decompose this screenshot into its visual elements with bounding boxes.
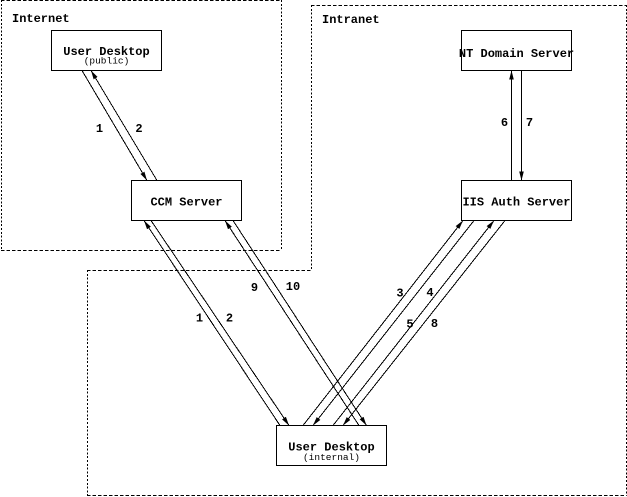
svg-text:9: 9	[251, 281, 258, 295]
svg-text:Intranet: Intranet	[322, 13, 380, 27]
svg-text:2: 2	[226, 312, 233, 326]
svg-text:7: 7	[526, 116, 533, 130]
svg-text:User Desktop: User Desktop	[288, 441, 374, 455]
svg-text:(internal): (internal)	[303, 452, 360, 463]
svg-text:1: 1	[96, 122, 103, 136]
svg-text:Internet: Internet	[12, 12, 70, 26]
svg-text:5: 5	[406, 318, 413, 332]
svg-text:NT Domain Server: NT Domain Server	[459, 47, 574, 61]
svg-text:User Desktop: User Desktop	[63, 45, 149, 59]
svg-text:4: 4	[426, 286, 433, 300]
svg-text:1: 1	[196, 312, 203, 326]
svg-text:8: 8	[431, 317, 438, 331]
svg-text:2: 2	[135, 122, 142, 136]
svg-text:3: 3	[396, 287, 403, 301]
svg-text:(public): (public)	[84, 56, 130, 67]
svg-text:CCM Server: CCM Server	[150, 196, 222, 210]
svg-text:IIS Auth Server: IIS Auth Server	[462, 196, 570, 210]
svg-text:10: 10	[286, 280, 300, 294]
svg-text:6: 6	[501, 116, 508, 130]
